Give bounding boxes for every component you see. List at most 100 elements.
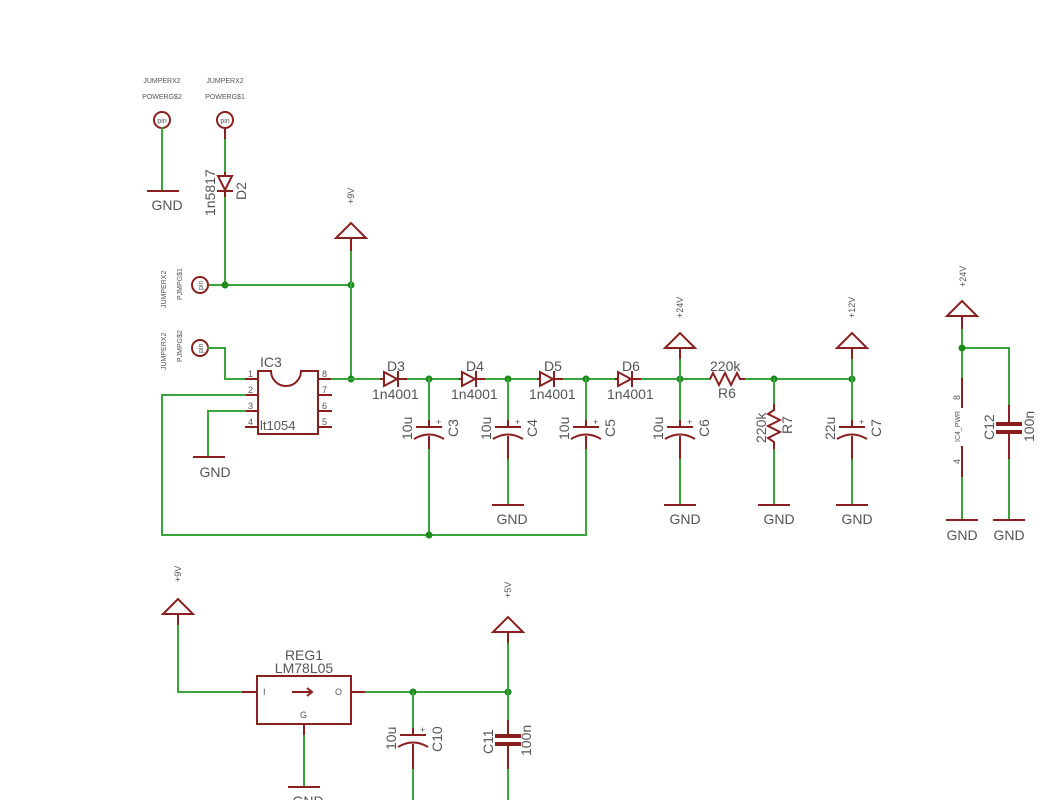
rail-label: +9V: [173, 566, 183, 582]
pin-in-label: I: [263, 687, 266, 697]
supply-plus24v: +24V: [662, 297, 698, 360]
supply-plus9v-reg: +9V: [160, 566, 196, 626]
diode-triangle: [383, 370, 400, 388]
diode-d6: D6 1n4001: [607, 358, 654, 402]
rail-label: +5V: [503, 582, 513, 598]
pin-number: 7: [322, 385, 327, 395]
capacitor-c10: + 10u C10: [383, 691, 445, 770]
c6-value: 10u: [650, 417, 666, 440]
capacitor-c4: + 10u C4: [478, 378, 540, 460]
c3-value: 10u: [399, 417, 415, 440]
r7-value: 220k: [753, 412, 769, 443]
pump-jumper-2: JUMPERX2 PJMPG$2 pin: [161, 330, 209, 370]
plate: [996, 422, 1022, 426]
d3-name: D3: [387, 358, 405, 374]
ic-body: [257, 370, 319, 435]
c10-value: 10u: [383, 727, 399, 750]
polarity-plus: +: [515, 417, 520, 427]
d4-value: 1n4001: [451, 386, 498, 402]
capacitor-c5: + 10u C5: [556, 378, 618, 450]
c5-value: 10u: [556, 417, 572, 440]
c5-name: C5: [602, 419, 618, 437]
reg1-value: LM78L05: [275, 660, 334, 676]
gnd-label: GND: [993, 527, 1024, 543]
power-jumper-1: JUMPERX2 POWERG$1 pin: [205, 78, 245, 173]
plate-negative: [836, 433, 868, 440]
c11-value: 100n: [518, 725, 534, 756]
plate: [996, 430, 1022, 434]
polarity-plus: +: [593, 417, 598, 427]
junction: [425, 531, 433, 539]
power-pin-label: POWERG$1: [205, 94, 245, 101]
pin-label: pin: [198, 281, 205, 290]
diode-triangle: [216, 175, 234, 193]
d5-name: D5: [544, 358, 562, 374]
rail-label: +24V: [958, 266, 968, 287]
d6-value: 1n4001: [607, 386, 654, 402]
diode-d3: D3 1n4001: [372, 358, 419, 402]
pin-number: 6: [322, 401, 327, 411]
supply-arrow: [944, 299, 980, 317]
supply-plus9v: +9V: [333, 188, 369, 252]
c11-name: C11: [480, 729, 496, 754]
pin-number: 5: [322, 417, 327, 427]
capacitor-c6: + 10u C6: [650, 378, 712, 460]
r6-name: R6: [718, 385, 736, 401]
c10-name: C10: [429, 726, 445, 752]
rail-label: +12V: [847, 297, 857, 318]
junction: [221, 281, 229, 289]
capacitor-c12: C12 100n: [981, 405, 1037, 460]
gnd-label: GND: [763, 511, 794, 527]
r6-value: 220k: [710, 358, 741, 374]
ic4-power-pins: 8 4 IC4_PWR: [952, 378, 963, 478]
supply-arrow: [333, 221, 369, 239]
pin-label: pin: [157, 118, 166, 125]
pin-gnd-label: G: [300, 710, 307, 720]
c12-value: 100n: [1021, 411, 1037, 442]
plate-negative: [413, 433, 445, 440]
c4-value: 10u: [478, 417, 494, 440]
power-jumper-2: JUMPERX2 POWERG$2 pin GND: [142, 78, 182, 213]
reg1-name: REG1: [285, 647, 323, 663]
plate-negative: [492, 433, 524, 440]
plate-negative: [570, 433, 602, 440]
gnd-label: GND: [841, 511, 872, 527]
pin-number: 2: [248, 385, 253, 395]
resistor-zigzag: [709, 370, 746, 388]
pump-jumper-1: JUMPERX2 PJMPG$1 pin: [161, 268, 209, 308]
ic4-power-label: IC4_PWR: [955, 411, 962, 442]
plate: [495, 734, 521, 738]
gnd-label: GND: [669, 511, 700, 527]
c7-value: 22u: [822, 417, 838, 440]
pin-number: 3: [248, 401, 253, 411]
d4-name: D4: [466, 358, 484, 374]
diode-triangle: [461, 370, 478, 388]
pump-pin-label: PJMPG$2: [177, 330, 184, 362]
wire: [207, 347, 251, 380]
resistor-zigzag: [765, 404, 783, 450]
jumper-label: JUMPERX2: [206, 78, 243, 85]
rail-label: +24V: [675, 297, 685, 318]
ic3-value: lt1054: [260, 418, 295, 433]
gnd-label: GND: [496, 511, 527, 527]
supply-arrow: [490, 615, 526, 633]
supply-plus12v: +12V: [834, 297, 870, 360]
pin-number: 8: [952, 395, 962, 400]
d2-value: 1n5817: [202, 169, 218, 216]
junction: [958, 344, 966, 352]
diode-d4: D4 1n4001: [451, 358, 498, 402]
wire: [161, 394, 587, 536]
c6-name: C6: [696, 419, 712, 437]
diode-d5: D5 1n4001: [529, 358, 576, 402]
diode-triangle: [539, 370, 556, 388]
capacitor-c3: + 10u C3: [399, 378, 461, 450]
arrow-right-icon: [292, 687, 314, 697]
d2-name: D2: [233, 182, 249, 200]
ic3-lt1054: 1 2 3 4 8 7 6 5 IC3 lt1054: [245, 354, 332, 435]
power-pin-label: POWERG$2: [142, 94, 182, 101]
wire: [207, 410, 246, 456]
pin-number: 8: [322, 369, 327, 379]
gnd-label: GND: [199, 464, 230, 480]
c12-name: C12: [981, 414, 997, 440]
